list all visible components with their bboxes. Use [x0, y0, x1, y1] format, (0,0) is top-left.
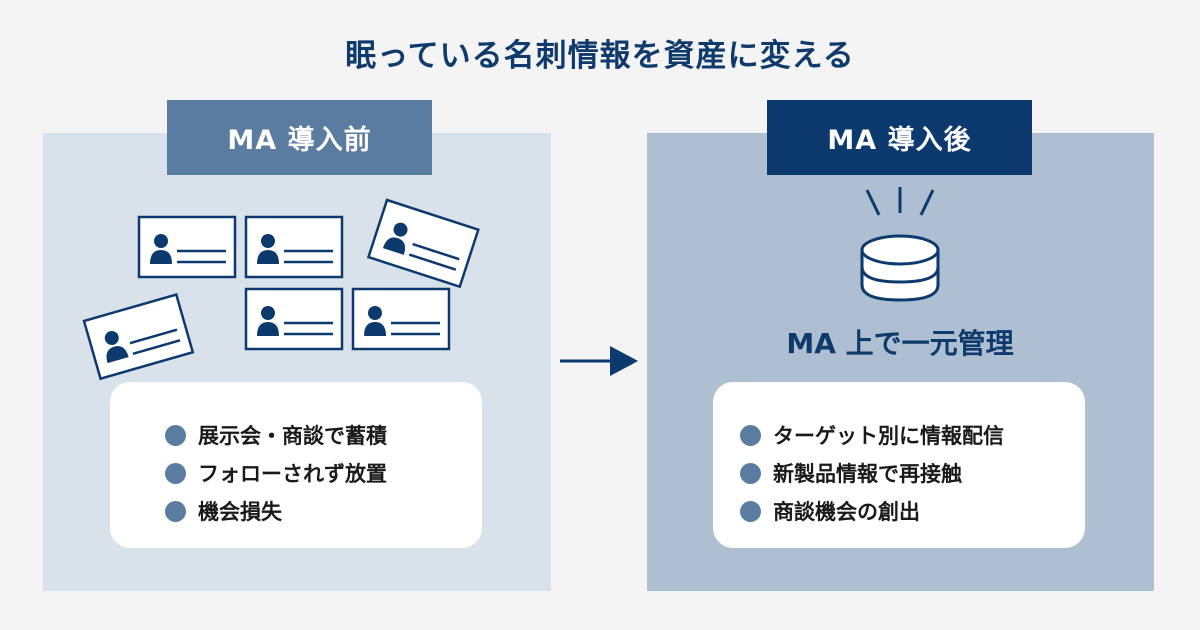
business-card-icon	[244, 287, 344, 351]
bullet-icon	[740, 500, 761, 522]
before-tag: MA 導入前	[167, 100, 432, 175]
business-card-icon	[244, 215, 344, 279]
business-card-icon	[367, 198, 480, 288]
bullet-icon	[740, 462, 761, 484]
list-item: 展示会・商談で蓄積	[110, 416, 482, 454]
arrow-right-icon	[560, 346, 638, 376]
bullet-icon	[165, 424, 186, 446]
after-list-box: ターゲット別に情報配信 新製品情報で再接触 商談機会の創出	[713, 382, 1085, 548]
list-item-text: 新製品情報で再接触	[773, 462, 962, 486]
list-item-text: 商談機会の創出	[773, 500, 920, 524]
database-icon	[860, 187, 940, 302]
business-card-icon	[82, 293, 195, 380]
business-card-icon	[351, 287, 451, 351]
bullet-icon	[165, 462, 186, 484]
after-tag: MA 導入後	[767, 100, 1032, 175]
list-item: 商談機会の創出	[713, 492, 1085, 530]
list-item-text: ターゲット別に情報配信	[773, 424, 1004, 448]
list-item: 新製品情報で再接触	[713, 454, 1085, 492]
list-item: ターゲット別に情報配信	[713, 416, 1085, 454]
list-item: 機会損失	[110, 492, 482, 530]
after-list: ターゲット別に情報配信 新製品情報で再接触 商談機会の創出	[713, 416, 1085, 530]
unified-management-caption: MA 上で一元管理	[786, 327, 1014, 360]
before-list: 展示会・商談で蓄積 フォローされず放置 機会損失	[110, 416, 482, 530]
list-item-text: フォローされず放置	[198, 462, 387, 486]
bullet-icon	[165, 500, 186, 522]
before-list-box: 展示会・商談で蓄積 フォローされず放置 機会損失	[110, 382, 482, 548]
list-item: フォローされず放置	[110, 454, 482, 492]
page-title: 眠っている名刺情報を資産に変える	[345, 38, 855, 74]
list-item-text: 展示会・商談で蓄積	[198, 424, 387, 448]
business-card-icon	[137, 215, 237, 279]
list-item-text: 機会損失	[198, 500, 282, 524]
bullet-icon	[740, 424, 761, 446]
business-cards-illustration	[82, 198, 480, 380]
